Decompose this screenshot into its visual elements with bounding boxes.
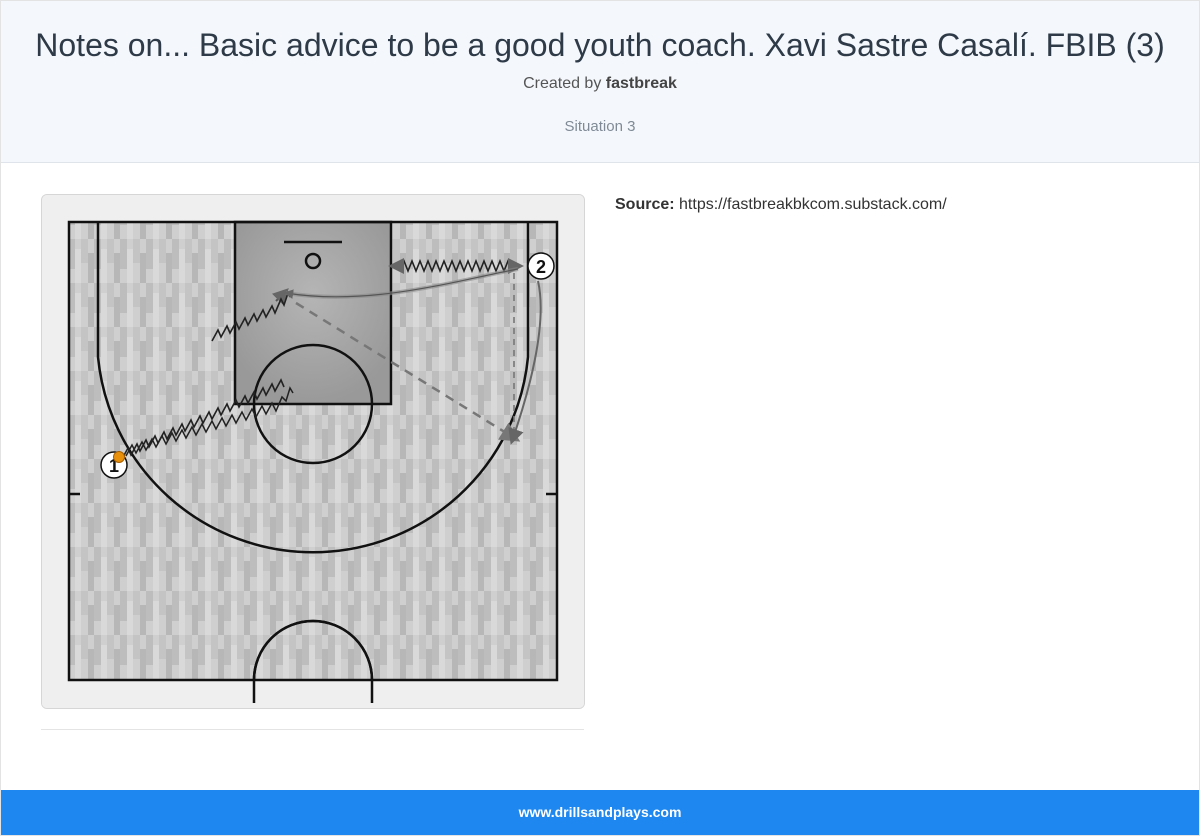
player-2[interactable]: 2: [527, 252, 555, 280]
court-lines: [67, 220, 559, 708]
center-circle-arc: [252, 619, 374, 681]
footer-site-link[interactable]: www.drillsandplays.com: [518, 804, 682, 820]
divider: [41, 729, 584, 730]
play-diagram: 1 2: [41, 194, 585, 709]
dribble-path-1: [125, 386, 294, 457]
created-by-label: Created by: [523, 75, 602, 92]
court-svg: 1 2: [42, 195, 584, 708]
dribble-zigzag-2: [399, 258, 513, 274]
author-name[interactable]: fastbreak: [605, 75, 677, 92]
move-path-2: [508, 280, 542, 445]
player-2-label: 2: [536, 257, 546, 277]
source-label: Source:: [615, 196, 675, 213]
basketball-icon: [113, 451, 125, 463]
three-point-line: [96, 222, 530, 554]
source-url[interactable]: https://fastbreakbkcom.substack.com/: [679, 196, 947, 213]
dribble-zigzag-1: [121, 378, 285, 460]
free-throw-circle: [252, 343, 374, 465]
situation-label: Situation 3: [564, 118, 636, 135]
key-lines: [233, 220, 393, 406]
author-byline: Created by fastbreak: [1, 75, 1199, 93]
player-1-label: 1: [109, 456, 119, 476]
pass-line: [295, 301, 521, 442]
site-footer: www.drillsandplays.com: [1, 790, 1199, 835]
source-line: Source: https://fastbreakbkcom.substack.…: [615, 196, 947, 214]
rim: [304, 252, 322, 270]
page-header: Notes on... Basic advice to be a good yo…: [1, 1, 1199, 163]
dribble-zigzag-1-upper: [211, 290, 291, 342]
player-1[interactable]: 1: [100, 451, 128, 479]
page-title: Notes on... Basic advice to be a good yo…: [35, 27, 1165, 63]
cut-path-2-core: [283, 268, 519, 299]
